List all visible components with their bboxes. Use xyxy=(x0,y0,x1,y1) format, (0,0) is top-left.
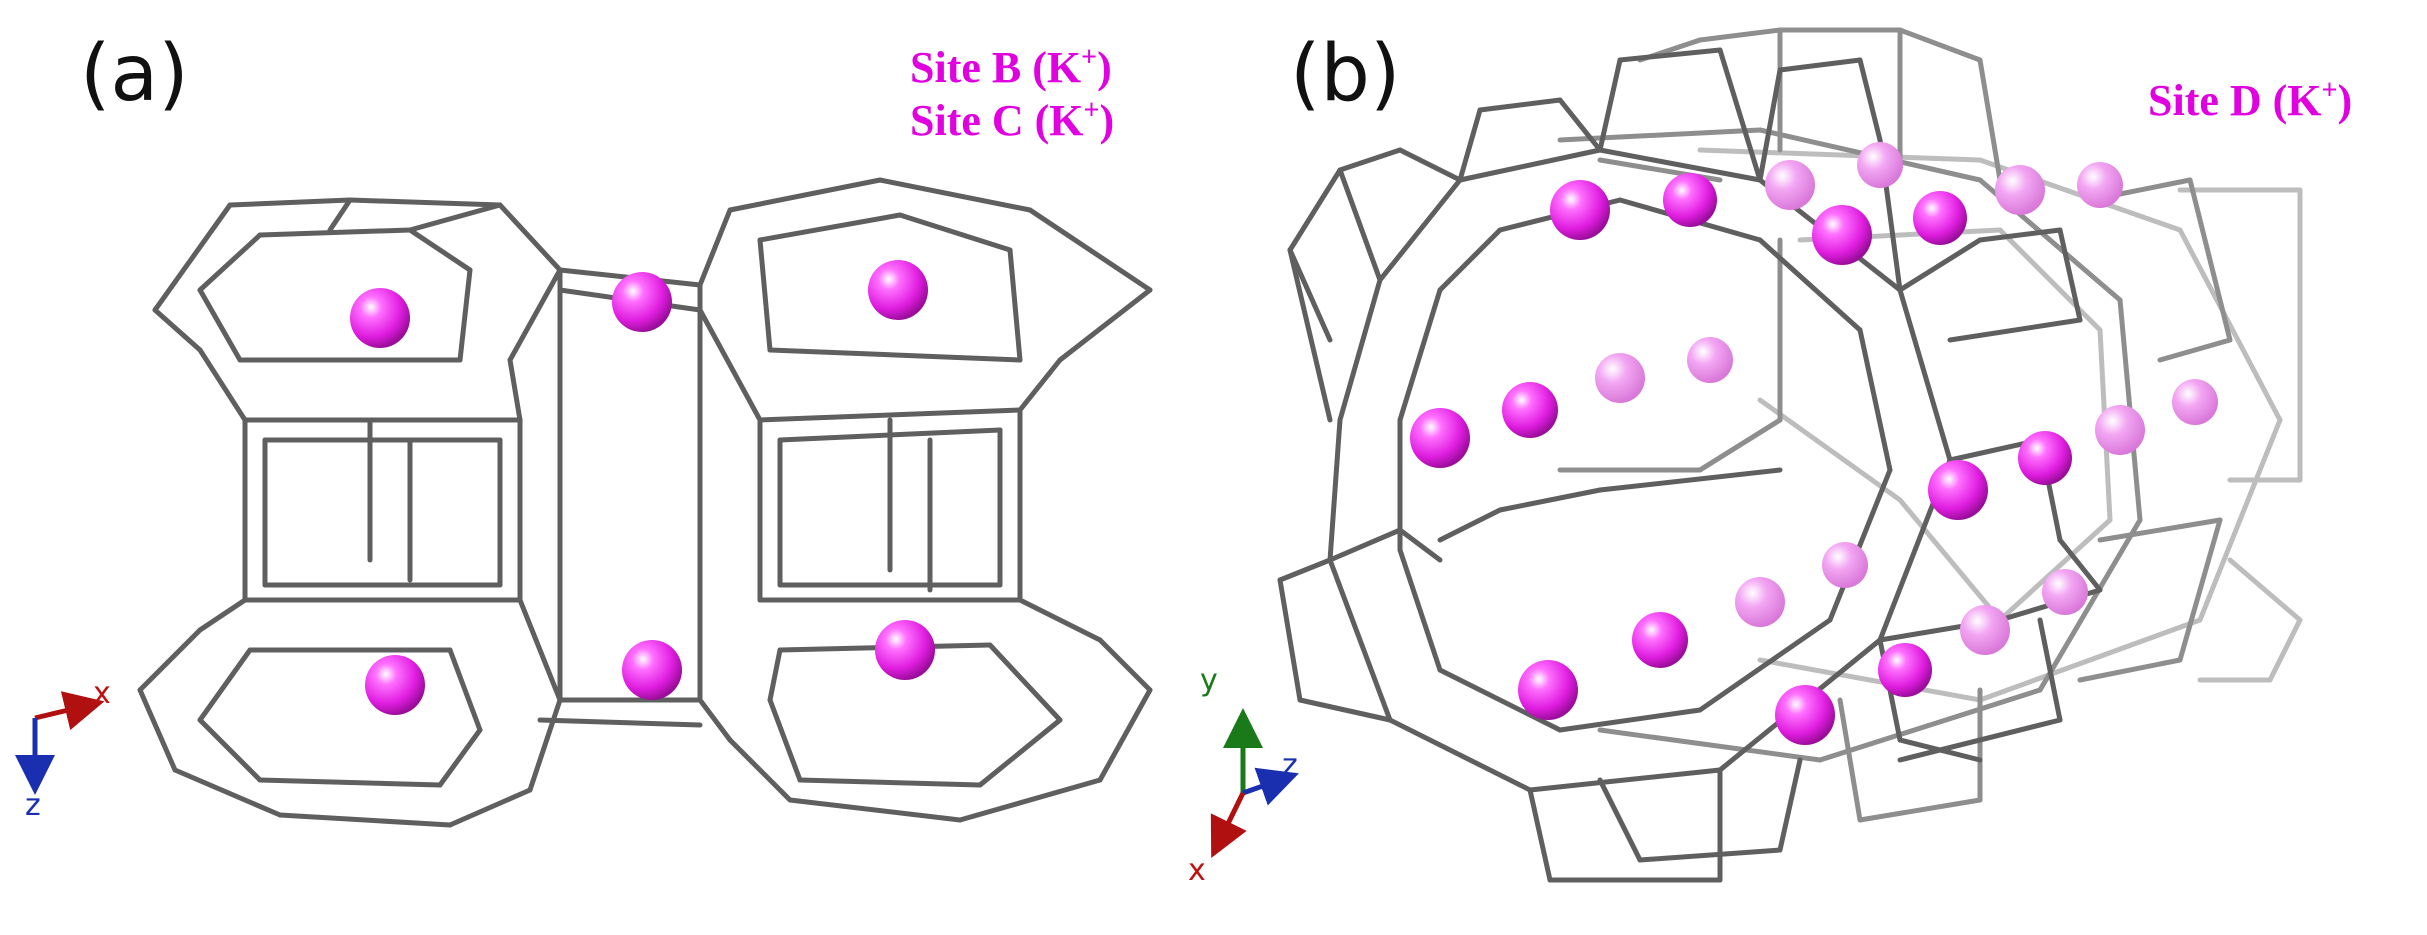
legend-site-c: Site C (K+) xyxy=(910,95,1114,145)
cation-site xyxy=(2172,379,2218,425)
panel-a-label: (a) xyxy=(80,29,189,119)
cation-site xyxy=(1687,337,1733,383)
axis-z-label: z xyxy=(1282,748,1298,783)
cation-site xyxy=(2095,405,2145,455)
cation-site xyxy=(350,288,410,348)
cation-site xyxy=(1913,191,1967,245)
cation-site xyxy=(2077,162,2123,208)
axis-triad-a: x z xyxy=(15,676,111,823)
panel-a: (a) Site B (K+) Site C (K+) xyxy=(15,29,1153,828)
cation-site xyxy=(1765,160,1815,210)
cation-site xyxy=(365,655,425,715)
axis-x-label: x xyxy=(1188,853,1206,888)
cation-site xyxy=(1960,605,2010,655)
cation-site xyxy=(1812,205,1872,265)
cation-site xyxy=(1410,408,1470,468)
cation-site xyxy=(1928,460,1988,520)
cation-site xyxy=(1878,643,1932,697)
cation-site xyxy=(1550,180,1610,240)
cation-site xyxy=(1663,173,1717,227)
cation-site xyxy=(1822,542,1868,588)
axis-x-label: x xyxy=(93,676,111,711)
cation-site xyxy=(2042,569,2088,615)
panel-b: (b) Site D (K+) xyxy=(1188,27,2352,888)
cation-site xyxy=(868,260,928,320)
cation-site xyxy=(875,620,935,680)
cation-site xyxy=(1857,142,1903,188)
cation-site xyxy=(1775,685,1835,745)
cations-b xyxy=(1410,173,2072,745)
cation-site xyxy=(622,640,682,700)
cation-site xyxy=(612,272,672,332)
cation-site xyxy=(1518,660,1578,720)
cation-site xyxy=(1632,612,1688,668)
axis-y-label: y xyxy=(1200,663,1218,698)
cation-site xyxy=(1735,577,1785,627)
cation-site xyxy=(1595,353,1645,403)
framework-middle-rings xyxy=(1557,27,2233,823)
axis-triad-b: y z x xyxy=(1188,663,1299,888)
cation-site xyxy=(2018,431,2072,485)
axis-z-label: z xyxy=(25,788,41,823)
framework-cages-a xyxy=(137,177,1153,828)
legend-site-b: Site B (K+) xyxy=(910,42,1112,92)
cation-site xyxy=(1502,382,1558,438)
panel-b-label: (b) xyxy=(1290,29,1400,119)
cations-a xyxy=(350,260,935,715)
cation-site xyxy=(1995,165,2045,215)
legend-site-d: Site D (K+) xyxy=(2148,75,2352,125)
cations-b-faint xyxy=(1595,142,2218,655)
